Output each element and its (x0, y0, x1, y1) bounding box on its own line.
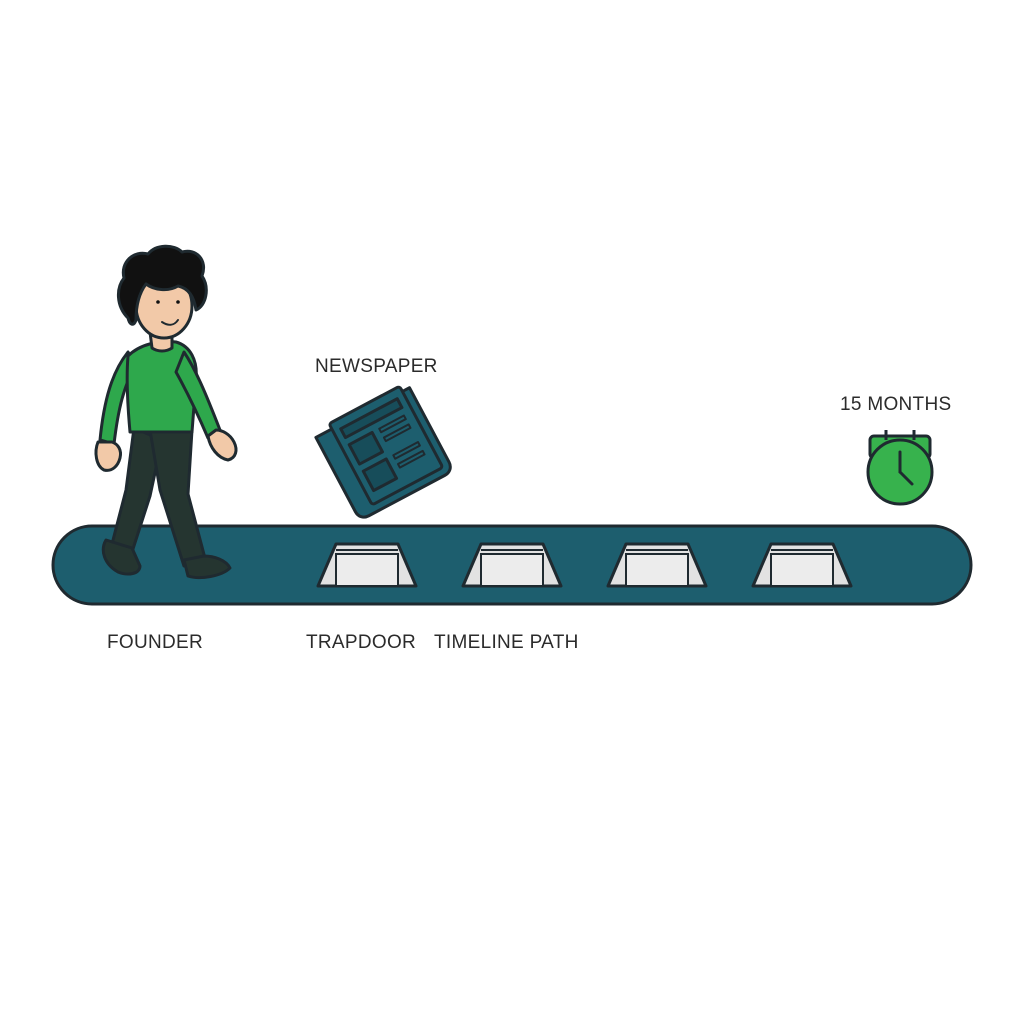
trapdoor-icon (606, 542, 708, 588)
founder-smile (161, 319, 179, 326)
founder-eye-right (176, 300, 180, 304)
timeline-path-label: TIMELINE PATH (434, 632, 579, 653)
founder-eye-left (156, 300, 160, 304)
founder-figure (94, 244, 238, 580)
trapdoor-label: TRAPDOOR (306, 632, 417, 653)
founder-front-shoe (182, 554, 232, 580)
newspaper-label: NEWSPAPER (315, 356, 438, 377)
trapdoor-icon (461, 542, 563, 588)
founder-label: FOUNDER (107, 632, 204, 653)
founder-hair (117, 244, 208, 326)
clock-icon (866, 430, 934, 506)
newspaper-icon (314, 385, 452, 519)
trapdoor-icon (316, 542, 418, 588)
founder-back-shoe (101, 538, 142, 576)
founder-right-hand (206, 428, 238, 462)
founder-left-hand (94, 440, 122, 472)
duration-label: 15 MONTHS (840, 394, 952, 415)
trapdoor-group (316, 542, 853, 588)
trapdoor-icon (751, 542, 853, 588)
